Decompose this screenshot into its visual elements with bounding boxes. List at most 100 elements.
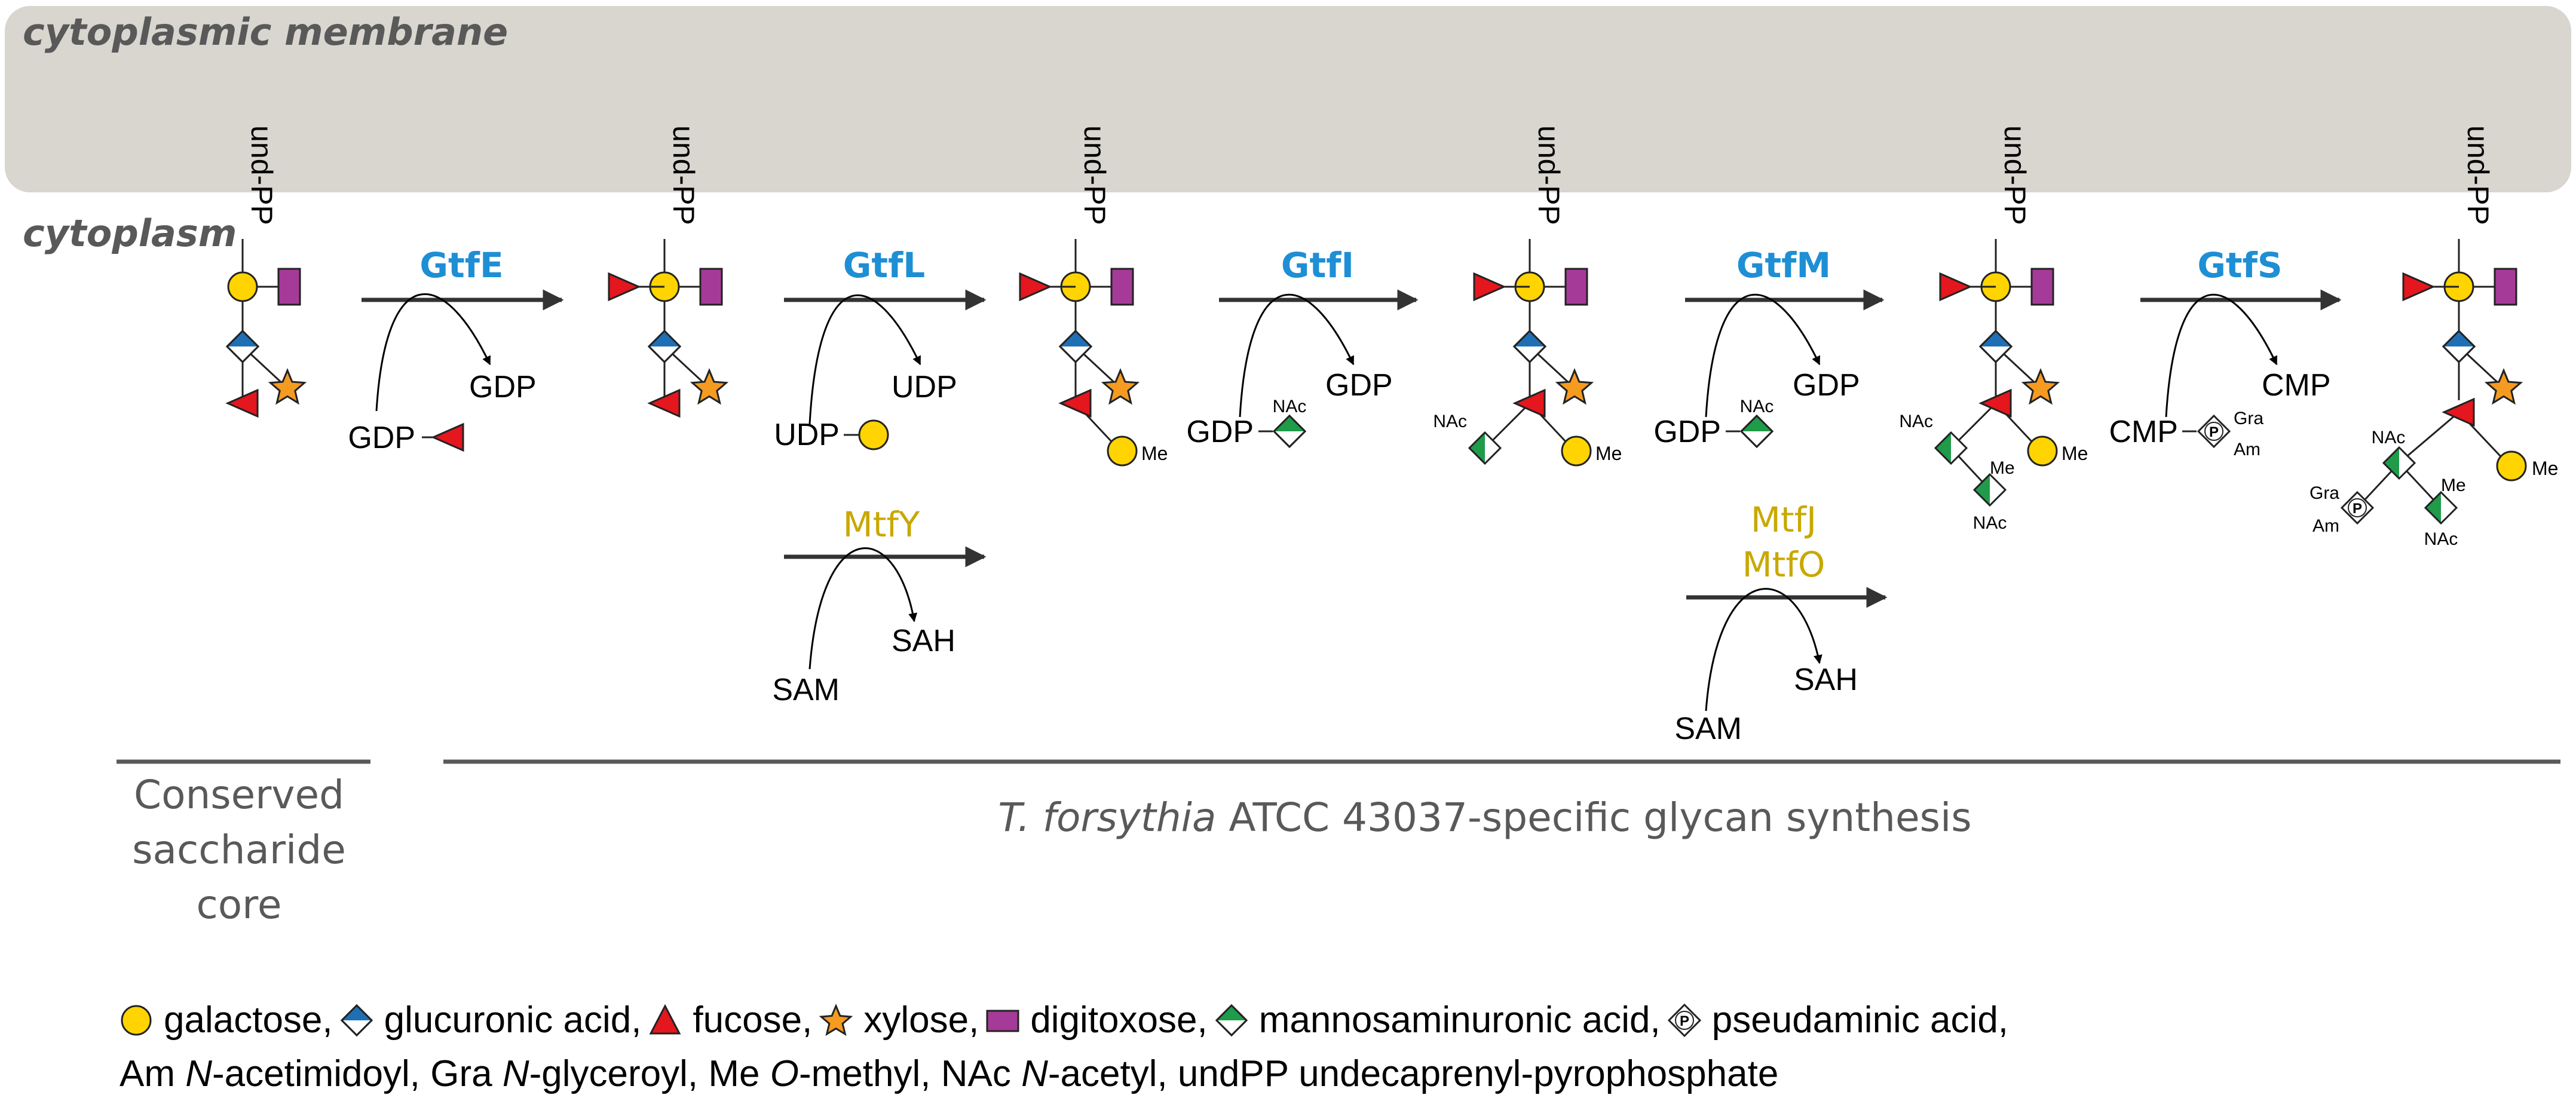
n-acetimidoyl-label: Am <box>2234 440 2260 459</box>
methyl-label: Me <box>2532 458 2558 479</box>
curved-arrow-icon <box>2165 293 2278 418</box>
glucuronic-acid-symbol <box>1058 329 1093 364</box>
legend-label: pseudaminic acid, <box>1711 999 2009 1041</box>
enzyme-mtfy: MtfY <box>843 504 920 545</box>
n-acetyl-label: NAc <box>1899 412 1933 431</box>
und-pp-carrier-label: und-PP <box>667 125 700 225</box>
xylose-legend-icon <box>819 1003 853 1036</box>
product-label: CMP <box>2262 368 2331 403</box>
specific-synthesis-caption: T. forsythia ATCC 43037-specific glycan … <box>837 795 2133 841</box>
methyl-label: Me <box>2062 443 2088 464</box>
abbreviation: Me <box>708 1053 760 1094</box>
pseudaminic-acid-symbol: P <box>2340 490 2375 525</box>
mannosaminuronic-acid-symbol <box>1215 1004 1248 1036</box>
legend-label: xylose, <box>863 999 979 1041</box>
abbreviation-item: Gra N-glyceroyl, <box>430 1053 709 1094</box>
product-label: SAH <box>892 624 955 658</box>
abbreviation-item: Me O-methyl, <box>708 1053 941 1094</box>
fucose-symbol <box>2442 397 2475 427</box>
symbol-legend: galactose,glucuronic acid,fucose,xylose,… <box>120 999 2016 1046</box>
glucuronic-acid-symbol <box>1512 329 1547 364</box>
methyl-label: Me <box>1990 458 2015 478</box>
n-acetyl-label: NAc <box>1740 397 1774 416</box>
abbreviation: Gra <box>430 1053 492 1094</box>
curved-arrow-icon <box>375 293 491 412</box>
und-pp-carrier-label: und-PP <box>2461 125 2495 225</box>
n-glyceroyl-label: Gra <box>2234 409 2263 428</box>
abbreviation-item: undPP undecaprenyl-pyrophosphate <box>1178 1053 1778 1094</box>
und-pp-carrier-label: und-PP <box>1078 125 1111 225</box>
pseudaminic-acid-legend-icon: P <box>1667 1003 1701 1037</box>
xylose-symbol <box>1555 368 1594 405</box>
mannosaminuronic-acid-legend-icon <box>1215 1004 1248 1036</box>
mannosaminuronic-acid-symbol <box>1468 431 1502 465</box>
methyl-label: Me <box>1595 443 1622 464</box>
mannosaminuronic-acid-symbol <box>1934 431 1968 465</box>
legend-item: mannosaminuronic acid, <box>1215 999 1661 1041</box>
galactose-symbol <box>2496 450 2527 481</box>
donor-label: GDP <box>1653 415 1721 449</box>
abbreviation-meaning: N-glyceroyl <box>502 1053 688 1094</box>
legend-label: digitoxose, <box>1030 999 1208 1041</box>
conserved-core-caption-line1: Conserved <box>134 772 344 818</box>
product-label: GDP <box>469 370 537 404</box>
conserved-core-caption-line2: saccharide core <box>132 827 346 928</box>
donor-label: GDP <box>348 421 415 455</box>
fucose-symbol <box>2402 272 2436 302</box>
xylose-symbol <box>1101 368 1140 405</box>
membrane-label: cytoplasmic membrane <box>23 10 508 54</box>
galactose-symbol <box>1561 435 1592 467</box>
xylose-symbol <box>819 1003 853 1036</box>
phospho-mark: P <box>1680 1013 1689 1029</box>
abbreviation-meaning: undecaprenyl-pyrophosphate <box>1298 1053 1779 1094</box>
mannosaminuronic-acid-symbol <box>1972 473 2007 507</box>
fucose-symbol <box>1473 272 1506 302</box>
product-label: SAH <box>1794 663 1858 697</box>
mannosaminuronic-acid-symbol <box>2382 446 2416 480</box>
glycan-stage-2: und-PP <box>608 125 729 418</box>
fucose-symbol <box>608 272 641 302</box>
fucose-legend-icon <box>649 1004 681 1034</box>
legend-label: fucose, <box>693 999 813 1041</box>
fucose-symbol <box>431 422 464 452</box>
specific-synthesis-caption-text: ATCC 43037-specific glycan synthesis <box>1216 795 1972 841</box>
xylose-symbol <box>2484 368 2523 405</box>
digitoxose-symbol <box>2030 268 2054 306</box>
product-label: GDP <box>1325 368 1393 403</box>
fucose-symbol <box>225 388 259 418</box>
curved-arrow-icon <box>1705 293 1821 418</box>
xylose-symbol <box>2021 368 2060 405</box>
glucuronic-acid-symbol <box>2442 329 2476 364</box>
und-pp-carrier-label: und-PP <box>1998 125 2032 225</box>
enzyme-gtfs: GtfS <box>2197 245 2282 286</box>
abbreviation-item: NAc N-acetyl, <box>941 1053 1178 1094</box>
xylose-symbol <box>690 368 729 405</box>
abbreviation-item: Am N-acetimidoyl, <box>120 1053 431 1094</box>
fucose-symbol <box>1019 272 1052 302</box>
enzyme-gtfl: GtfL <box>843 245 926 286</box>
legend-item: xylose, <box>819 999 979 1041</box>
legend-item: galactose, <box>120 999 333 1041</box>
galactose-symbol <box>227 271 258 302</box>
mannosaminuronic-acid-symbol <box>1739 414 1774 449</box>
abbreviation-legend: Am N-acetimidoyl, Gra N-glyceroyl, Me O-… <box>120 1053 1778 1095</box>
digitoxose-symbol <box>1564 268 1588 306</box>
digitoxose-symbol <box>699 268 723 306</box>
fucose-symbol <box>1939 272 1972 302</box>
donor-label: SAM <box>1674 711 1742 746</box>
abbreviation: NAc <box>941 1053 1011 1094</box>
fucose-symbol <box>647 388 681 418</box>
n-acetyl-label: NAc <box>1973 513 2007 533</box>
legend-item: fucose, <box>648 999 812 1041</box>
pseudaminic-acid-symbol: P <box>2197 414 2231 449</box>
cytoplasmic-membrane-band <box>5 6 2571 192</box>
